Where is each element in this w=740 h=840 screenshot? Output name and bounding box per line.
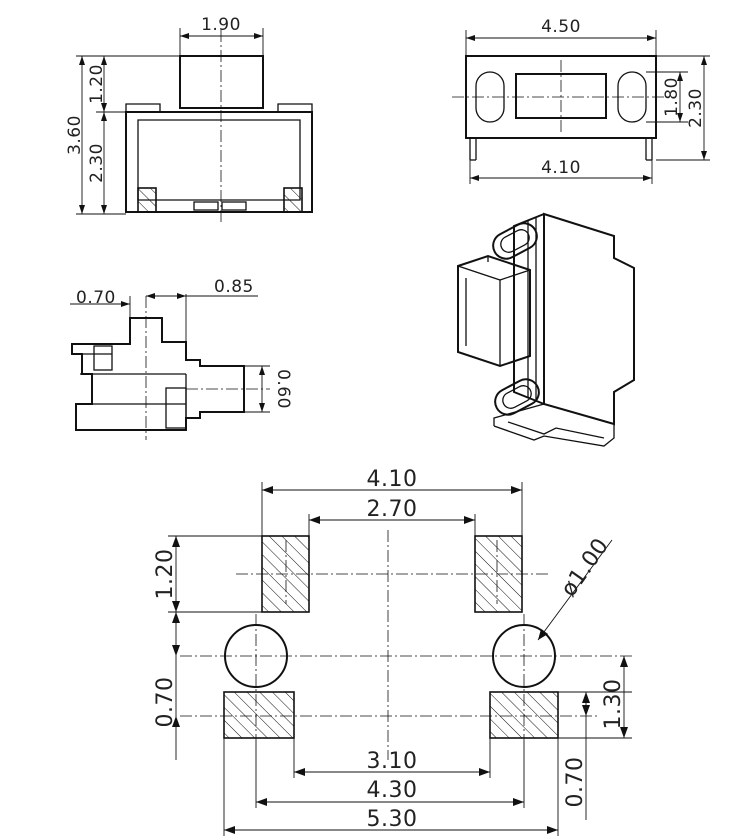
body-outline <box>125 111 313 213</box>
dim-hole-to-pad: 1.30 <box>601 679 626 730</box>
dim-bottom-span: 4.30 <box>367 778 418 803</box>
dim-side-plunger: 0.60 <box>273 369 293 409</box>
dim-inner-pad-gap: 2.70 <box>367 497 418 522</box>
dim-plunger-height: 1.20 <box>87 64 107 104</box>
footprint-view: 4.10 2.70 1.20 0.70 ø1.00 1.30 <box>153 467 632 836</box>
plunger-outline <box>179 55 264 109</box>
dim-pad-pitch-v: 0.70 <box>153 677 178 728</box>
terminal-left <box>137 187 157 213</box>
iso-plunger <box>457 254 531 368</box>
dim-bottom-gap: 3.10 <box>367 749 418 774</box>
dim-side-offset: 0.85 <box>214 277 254 297</box>
pad-bottom-left <box>223 691 295 739</box>
side-view: 0.70 0.85 0.60 <box>70 277 293 440</box>
dim-plunger-width: 1.90 <box>201 15 241 35</box>
dim-body-height: 2.30 <box>87 143 107 183</box>
dim-height-total: 3.60 <box>65 115 85 155</box>
dim-side-step: 0.70 <box>76 288 116 308</box>
dim-total-span: 5.30 <box>367 807 418 832</box>
pad-bottom-right <box>489 691 559 739</box>
dim-outer-pad-span: 4.10 <box>367 467 418 492</box>
dim-front-body-height: 2.30 <box>686 88 706 128</box>
hole-right <box>492 624 556 688</box>
dim-pad-height: 1.20 <box>153 549 178 600</box>
front-slot <box>515 73 607 119</box>
isometric-view <box>457 212 635 447</box>
iso-body <box>543 212 635 426</box>
dim-bottom-pad-h: 0.70 <box>563 757 588 808</box>
pad-top-right <box>474 535 523 613</box>
terminal-right <box>283 187 303 213</box>
dim-hole-dia: ø1.00 <box>556 534 614 602</box>
top-view: 1.90 3.60 1.20 2.30 <box>65 15 313 222</box>
dim-lead-span: 4.10 <box>541 158 581 178</box>
front-view: 4.50 4.10 1.80 2.30 <box>452 17 710 184</box>
dim-front-width: 4.50 <box>541 17 581 37</box>
dim-slot-height: 1.80 <box>662 77 682 117</box>
hole-left <box>224 624 288 688</box>
pad-top-left <box>261 535 310 613</box>
